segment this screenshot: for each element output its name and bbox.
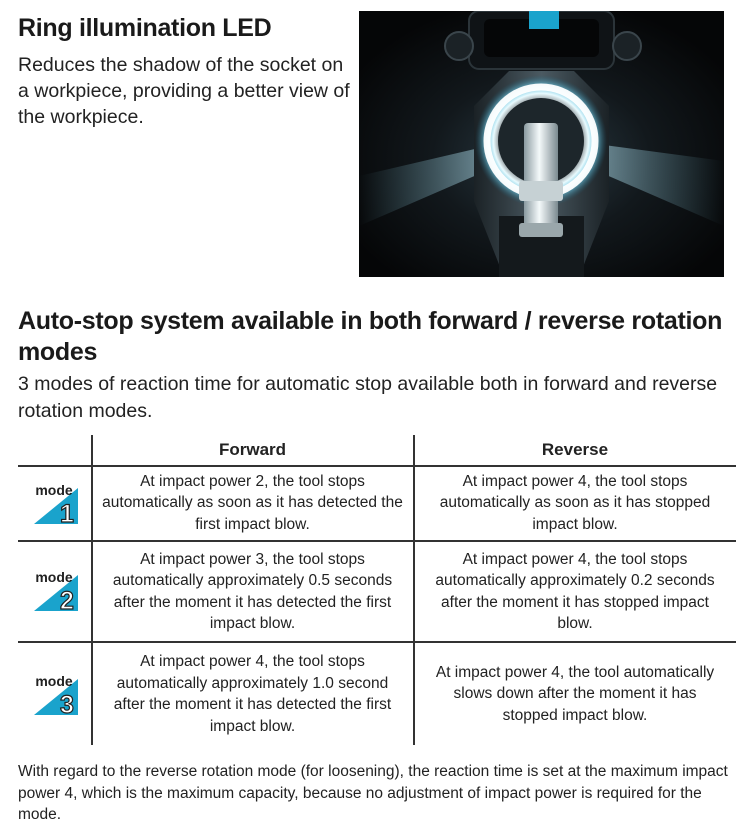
mode-3-badge: mode 3 — [34, 673, 78, 717]
mode-3-reverse: At impact power 4, the tool automaticall… — [435, 663, 715, 724]
mode-1-reverse: At impact power 4, the tool stops automa… — [439, 472, 711, 533]
mode-word: mode — [35, 673, 73, 689]
mode-badge-triangle — [34, 575, 78, 611]
table-row-rule — [18, 540, 736, 542]
auto-stop-description: 3 modes of reaction time for automatic s… — [18, 373, 718, 422]
mode-badge-triangle — [34, 488, 78, 524]
impact-wrench-illustration — [359, 11, 724, 277]
table-header-rule — [18, 465, 736, 467]
mode-number: 3 — [60, 691, 74, 717]
mode-2-reverse: At impact power 4, the tool stops automa… — [435, 550, 715, 633]
mode-table: Forward Reverse mode 1 At impact power 2… — [18, 435, 736, 745]
header-reverse: Reverse — [541, 440, 609, 459]
mode-2-forward: At impact power 3, the tool stops automa… — [112, 550, 393, 633]
mode-badge-triangle — [34, 679, 78, 715]
table-row-rule — [18, 641, 736, 643]
mode-word: mode — [35, 482, 73, 498]
mode-1-badge: mode 1 — [34, 482, 78, 526]
mode-2-badge: mode 2 — [34, 569, 78, 613]
table-divider-mode — [91, 435, 93, 745]
table-divider-forward — [413, 435, 415, 745]
mode-word: mode — [35, 569, 73, 585]
ring-led-title: Ring illumination LED — [18, 14, 272, 42]
mode-1-forward: At impact power 2, the tool stops automa… — [102, 472, 403, 533]
auto-stop-title: Auto-stop system available in both forwa… — [18, 307, 723, 366]
ring-led-photo — [359, 11, 724, 277]
header-forward: Forward — [218, 440, 287, 459]
footnote: With regard to the reverse rotation mode… — [18, 763, 728, 823]
ring-led-description: Reduces the shadow of the socket on a wo… — [18, 54, 350, 128]
mode-number: 2 — [60, 587, 74, 613]
mode-3-forward: At impact power 4, the tool stops automa… — [113, 653, 392, 735]
mode-number: 1 — [60, 500, 74, 526]
